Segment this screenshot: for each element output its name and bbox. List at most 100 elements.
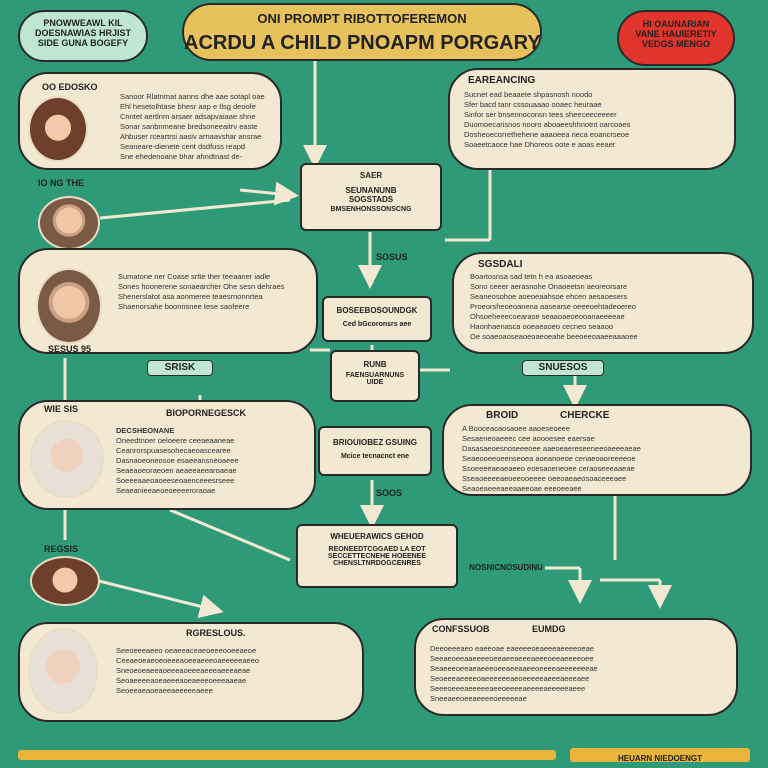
process-box-2: BOSEEBOSOUNDGK Ced bGcoronsrs aee (322, 296, 432, 342)
portrait-label: OO EDOSKO (42, 82, 98, 92)
header-left-line: DOESNAWIAS HRJIST (34, 28, 131, 38)
text-line: Seaneosohoe aoeoeaahsoe ehcen aesaoesers (470, 292, 628, 301)
portrait-label: SESUS 95 (48, 344, 92, 354)
panel-text: DECSHEONANE Oneedtnoer oeloeere ceeaeaan… (116, 426, 314, 496)
box-title: SAER (359, 171, 383, 180)
panel-text: A Booceacaosaoee aaoeseoeee Sesaeneoaeee… (462, 424, 746, 494)
text-line: Ehl hesetolhtase bhesr aap e tlsg deoofe (120, 102, 256, 111)
box-line: REONEEDTCGGAED LA EOT (328, 546, 426, 553)
panel-title: CONFSSUOB (432, 624, 490, 634)
text-line: Soaeetcaoce hae Dhoreos oote e aoas eeae… (464, 140, 616, 149)
text-line: Sseaoeeeeaeoeeooeeee oeeoaeaeosoaceeeaee (462, 474, 627, 483)
portrait-image (38, 196, 100, 250)
panel-text: Seeoeeeaeeo oeaeeaceaeoeeeooeeaeoe Ceeae… (116, 646, 360, 696)
text-line: Seoaeeeeaoeaeeeaoeaeeeoeeeaaeae (116, 676, 247, 685)
header-right-badge: HI OAUNARIAN VANE HAUIERETIY VEDGS MENGO (617, 10, 735, 66)
panel-text: Sanoor Rlatnmat aanns dhe aae sotapl oae… (120, 92, 280, 162)
title-banner: ONI PROMPT RIBOTTOFEREMON ACRDU A CHILD … (182, 3, 542, 61)
text-line: Seaeooeeoeenseoea aoeanoeoe cenaeoaoreee… (462, 454, 636, 463)
panel-title: CHERCKE (560, 410, 610, 421)
text-line: Sneoeoeaeeaoeeeaoeeeaeeeaeeeaeae (116, 666, 251, 675)
text-line: Sones hoonerene sonaearcher Ohe sesn deh… (118, 282, 285, 291)
process-box-4: BRIOUIOBEZ GSUING Mcice tecnacnct ene (318, 426, 432, 476)
box-line: CHENSLTNRDOGCENRES (333, 560, 421, 567)
panel-title: SGSDALI (478, 259, 523, 270)
label-tag: SRISK (147, 360, 213, 376)
info-panel-4: SGSDALI Boartosnsa sad tetn h ea asoaeoe… (452, 252, 754, 354)
box-line: UIDE (366, 379, 384, 386)
text-line: Seaneare-dienete cent dsdfuss reapd (120, 142, 246, 151)
box-line: FAENSUARNUNS (345, 372, 405, 379)
text-line: Sneeaeeoeeaeeeeoeeeeeae (430, 694, 527, 703)
label-tag: NOSNICNOSUDINU (468, 561, 544, 575)
text-line: Boartosnsa sad tetn h ea asoaeoeas (470, 272, 593, 281)
box-line: SOGSTADS (348, 195, 394, 204)
panel-subtitle: DECSHEONANE (116, 426, 175, 435)
portrait-label: WIE SIS (44, 404, 79, 414)
box-line: Mcice tecnacnct ene (340, 453, 410, 460)
box-title: RUNB (363, 360, 387, 369)
text-line: Ohsoeheeecoearase seaaoaeoeooanaeeeeae (470, 312, 625, 321)
text-line: Ahbuser rceartrsi aasiv arnaavshar ansra… (120, 132, 262, 141)
process-box-5: WHEUERAWICS GEHOD REONEEDTCGGAED LA EOT … (296, 524, 458, 588)
panel-title: BROID (486, 410, 519, 421)
text-line: Sesaeneoaeeec cee aoooesee eaersae (462, 434, 595, 443)
text-line: Seeeoeeeaeeeeeaeeoeeeeaeeeeaeeeeeaeee (430, 684, 586, 693)
text-line: Seaeanieeaeoeoeeeeroraoae (116, 486, 216, 495)
footer-bar-right: HEUARN NIEDOENGT (570, 748, 750, 763)
text-line: Sinfor ser bnsennoconsn tees sheeceeceee… (464, 110, 617, 119)
text-line: Sanoor Rlatnmat aanns dhe aae sotapl oae (120, 92, 265, 101)
text-line: Haonhaenasca ooeaeaoeo cecneo seaaoo (470, 322, 614, 331)
portrait-label: IO NG THE (38, 178, 85, 188)
header-left-line: PNOWWEAWL KIL (43, 18, 123, 28)
portrait-image (36, 268, 102, 344)
label-tag: SNUESOS (522, 360, 604, 376)
box-title: BOSEEBOSOUNDGK (336, 306, 418, 315)
box-line: SEUNANUNB (345, 186, 397, 195)
panel-title: BIOPORNEGESCK (166, 408, 247, 418)
text-line: Seoeeeaeeeeoaeeeeeeaeoeeeeeaeeeaeeeaee (430, 674, 590, 683)
text-line: Sne ehedenoane bhar ahndtnast de- (120, 152, 243, 161)
portrait-image (30, 420, 104, 498)
info-panel-6: BROID CHERCKE A Booceacaosaoee aaoeseoee… (442, 404, 752, 496)
text-line: Sonar sanbnmeane bredsoneeaitrv easte (120, 122, 258, 131)
box-title: WHEUERAWICS GEHOD (330, 532, 424, 541)
text-line: Ceeaeoeaeoeoeeeaoeeaeeeoaeeeeeaeeo (116, 656, 260, 665)
text-line: Deeoeeeaeo eaeeoae eaeeeeoeaeeeaeeeeoeae (430, 644, 594, 653)
portrait-image (28, 628, 98, 714)
text-line: Shenerslatot asa aonmeree teaesrnonnrtea (118, 292, 263, 301)
panel-text: Deeoeeeaeo eaeeoae eaeeeeoeaeeeaeeeeoeae… (430, 644, 730, 704)
text-line: A Booceacaosaoee aaoeseoeee (462, 424, 571, 433)
text-line: Sucnet ead beaaete shpasnosh noodo (464, 90, 593, 99)
title-line-1: ONI PROMPT RIBOTTOFEREMON (257, 11, 467, 26)
text-line: Dasasaeoesnoseeeoee aaeoeaereseeneeoaeee… (462, 444, 641, 453)
panel-text: Sumatone ner Coase srtte ther teeaaner i… (118, 272, 314, 312)
text-line: Ssoeeeeaeaeaeeo eoesaoeneoee ceraoseeeaa… (462, 464, 635, 473)
info-panel-2: EAREANCING Sucnet ead beaaete shpasnosh … (448, 68, 736, 170)
text-line: Soeeeaaeoaoeeseoaenceeesrseee (116, 476, 235, 485)
text-line: Dosheoecorrethehene aaaoeea neca eoancrs… (464, 130, 630, 139)
info-panel-8: CONFSSUOB EUMDG Deeoeeeaeo eaeeoae eaeee… (414, 618, 738, 716)
text-line: Shaenorsahe boonnsnee tese saofeere (118, 302, 250, 311)
process-box-3: RUNB FAENSUARNUNS UIDE (330, 350, 420, 402)
text-line: Sfer bacd tanr cssouaaao ooaec heuraae (464, 100, 602, 109)
text-line: Seoeeaeaoeaeeaeeeeeaeee (116, 686, 213, 695)
box-line: SECCETTECNEHE HOEENEE (327, 553, 427, 560)
process-box-1: SAER SEUNANUNB SOGSTADS BMSENHONSSONSCNG (300, 163, 442, 231)
mini-label: SOSUS (376, 252, 408, 262)
header-left-line: SIDE GUNA BOGEFY (37, 38, 129, 48)
panel-title: EAREANCING (468, 75, 536, 86)
mini-label: SOOS (376, 488, 403, 498)
portrait-label: REGSIS (44, 544, 79, 554)
header-right-line: VANE HAUIERETIY (635, 29, 717, 39)
box-title: BRIOUIOBEZ GSUING (332, 438, 417, 447)
title-line-2: ACRDU A CHILD PNOAPM PORGARY (184, 32, 541, 54)
box-line: BMSENHONSSONSCNG (330, 206, 412, 213)
header-right-line: VEDGS MENGO (641, 39, 710, 49)
panel-title: EUMDG (532, 624, 566, 634)
text-line: Seeaeoeeaaeeeeoeeaeeaeeeaeeeoeeaeeeeoee (430, 654, 594, 663)
panel-text: Boartosnsa sad tetn h ea asoaeoeas Sono … (470, 272, 746, 342)
text-line: Sumatone ner Coase srtte ther teeaaner i… (118, 272, 271, 281)
box-line: Ced bGcoronsrs aee (342, 321, 412, 328)
text-line: Cnntet aertlnm arsaer adsapvaiaae shne (120, 112, 256, 121)
